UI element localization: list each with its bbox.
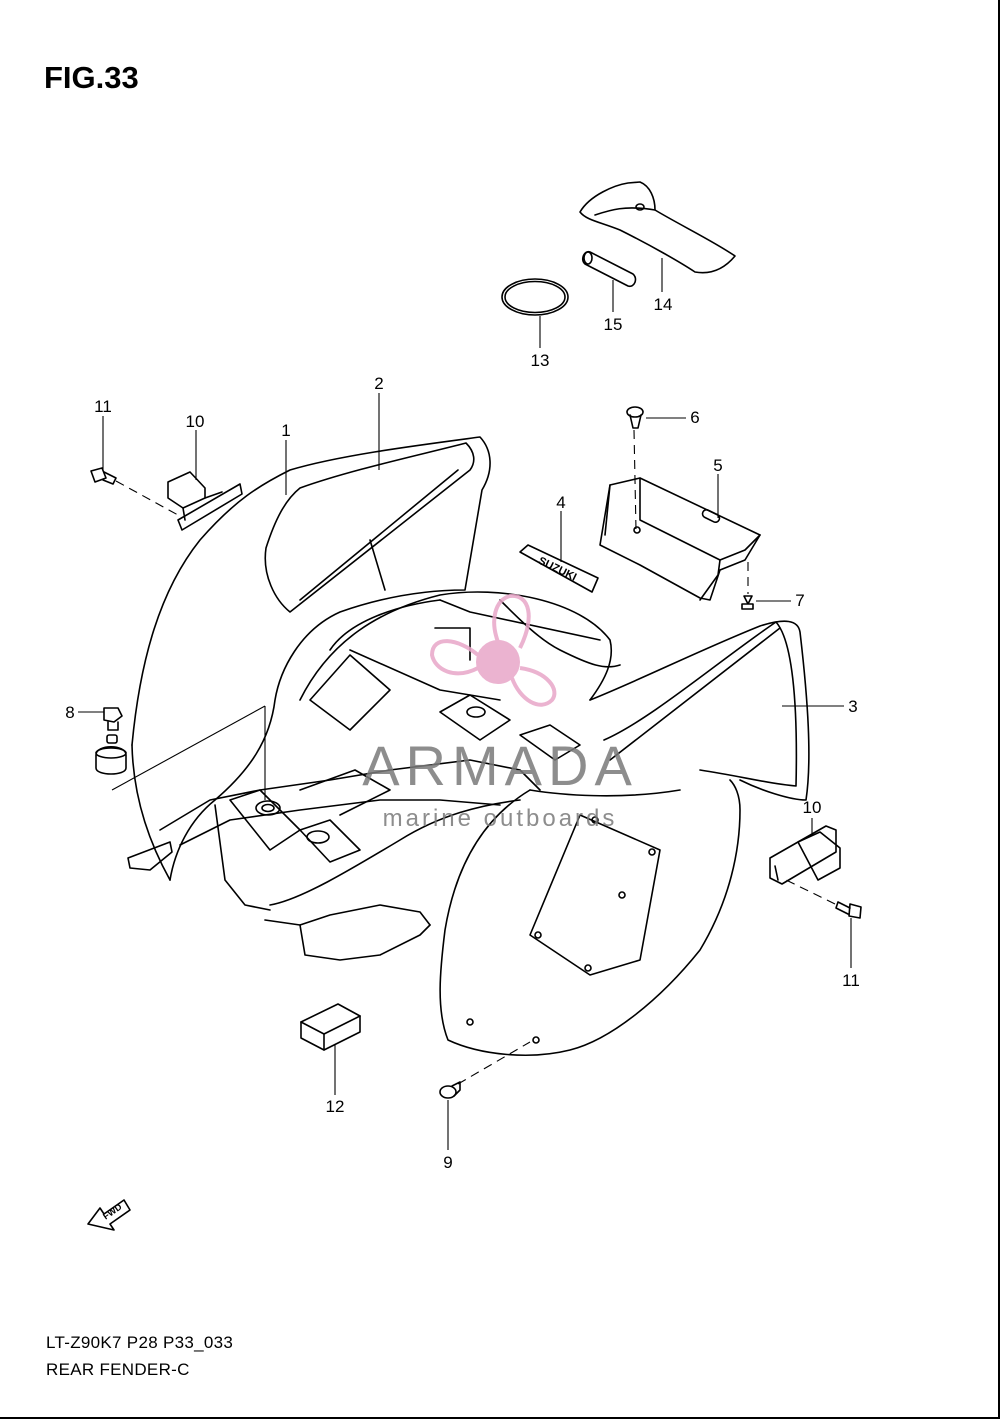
armada-watermark: ARMADA marine outboards (362, 593, 638, 832)
watermark-tagline: marine outboards (383, 805, 618, 832)
callout-2: 2 (374, 374, 383, 393)
push-rivet-9 (439, 1081, 461, 1099)
cushion-pad-12 (300, 1003, 361, 1051)
page-border-right (998, 0, 1000, 1419)
bolt-11-right (835, 901, 862, 919)
callout-15: 15 (604, 315, 623, 334)
screw-7 (741, 595, 754, 610)
bracket-10-left (167, 471, 243, 531)
rear-fender-shell (127, 436, 810, 1056)
callout-3: 3 (848, 697, 857, 716)
callout-9: 9 (443, 1153, 452, 1172)
model-code: LT-Z90K7 P28 P33_033 (46, 1333, 234, 1352)
callout-6: 6 (690, 408, 699, 427)
push-rivet-6 (626, 406, 644, 429)
callout-10-left: 10 (186, 412, 205, 431)
callout-4: 4 (556, 493, 565, 512)
propeller-logo-icon (429, 593, 557, 707)
callout-12: 12 (326, 1097, 345, 1116)
bolt-8-assembly (95, 707, 127, 775)
callout-13: 13 (531, 351, 550, 370)
callout-14: 14 (654, 295, 673, 314)
leader-lines (78, 258, 852, 1150)
figure-title: FIG.33 (44, 60, 139, 95)
callout-5: 5 (713, 456, 722, 475)
bolt-11-left (90, 467, 117, 485)
callout-numbers: 1 2 3 4 5 6 7 8 9 10 10 11 11 12 13 14 1… (65, 295, 860, 1172)
callout-10-right: 10 (803, 798, 822, 817)
watermark-brand: ARMADA (362, 734, 638, 797)
tool-pin-15 (582, 250, 637, 288)
section-name: REAR FENDER-C (46, 1360, 190, 1379)
bracket-10-right (769, 825, 841, 885)
forward-direction-arrow: FWD (87, 1199, 131, 1231)
callout-7: 7 (795, 591, 804, 610)
o-ring-13 (501, 278, 569, 316)
callout-11-right: 11 (842, 971, 860, 990)
page-border-bottom (0, 1417, 1000, 1419)
callout-1: 1 (281, 421, 290, 440)
tool-tray (599, 477, 761, 601)
tool-bag-14 (579, 181, 736, 274)
callout-8: 8 (65, 703, 74, 722)
callout-11-left: 11 (94, 397, 112, 416)
suzuki-decal: SUZUKI (519, 544, 599, 593)
